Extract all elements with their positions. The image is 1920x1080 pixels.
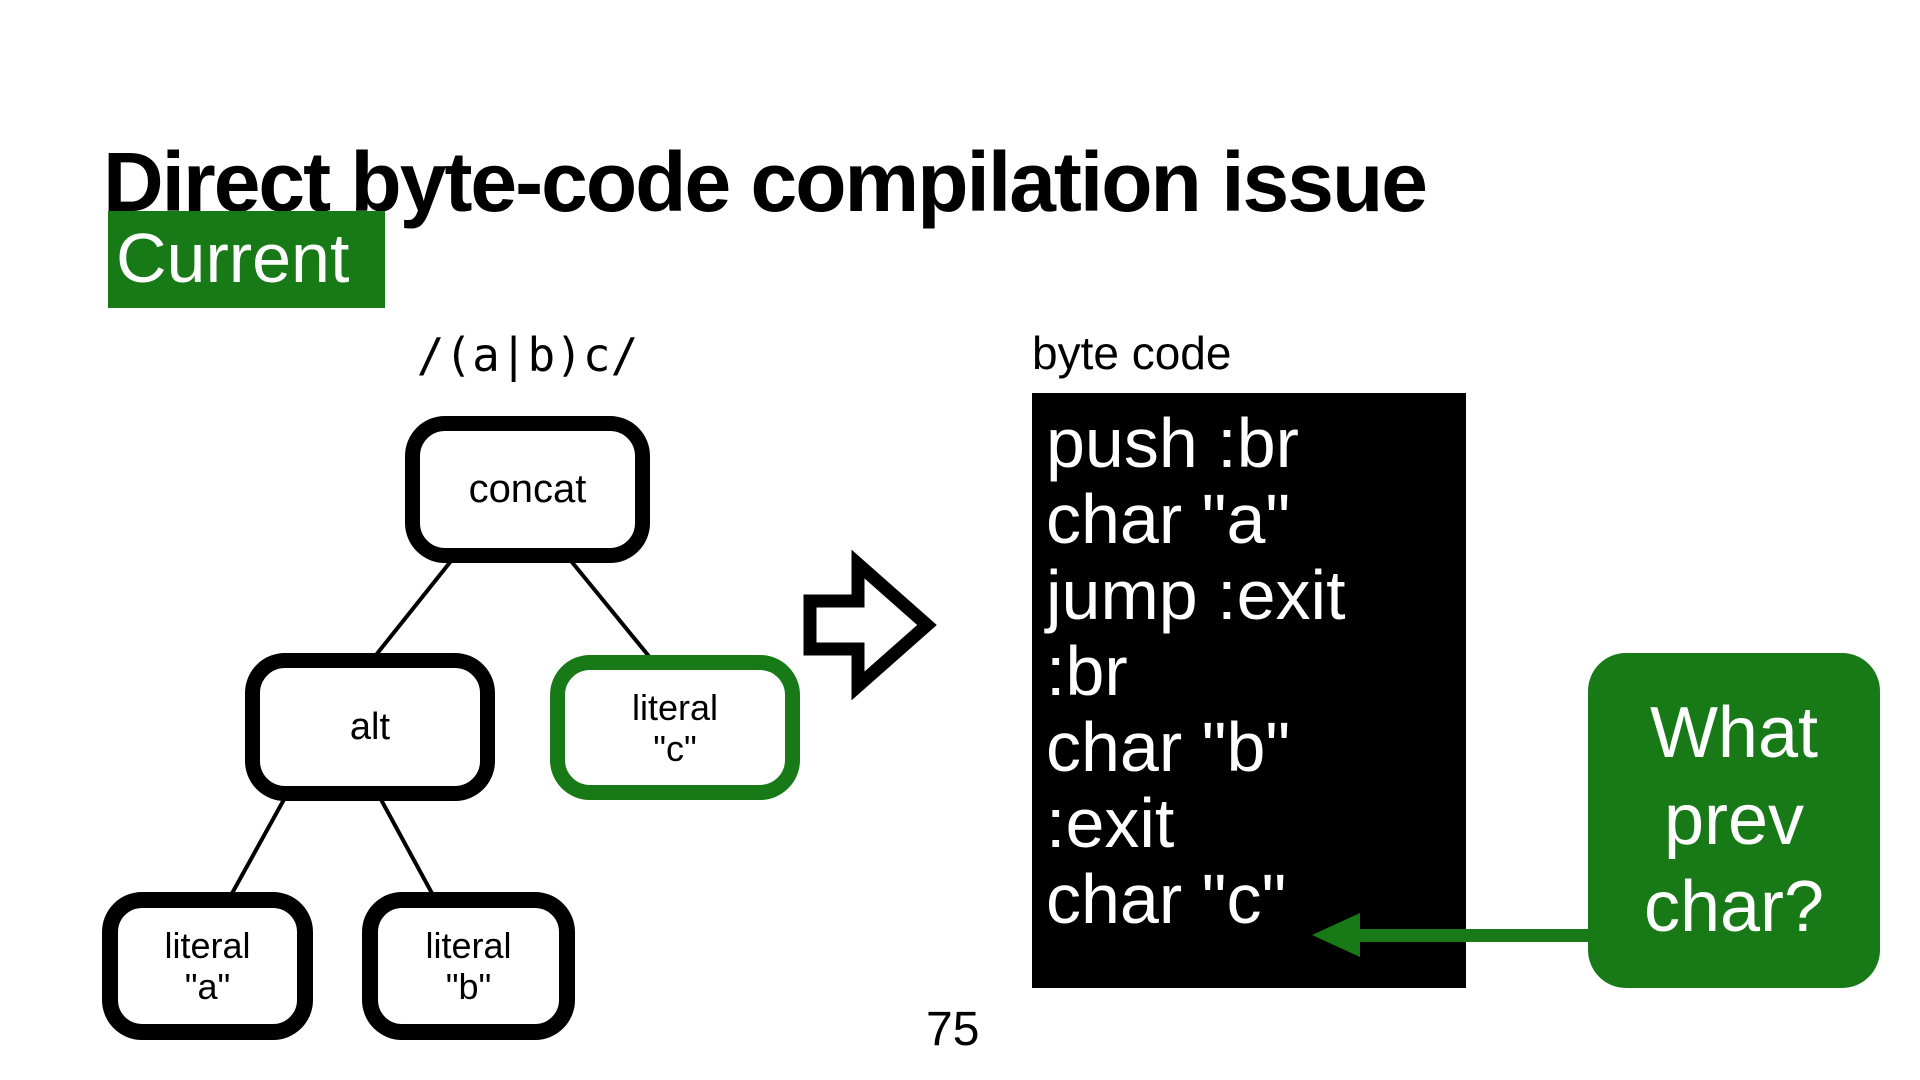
edge-alt-literal-a [228,793,289,898]
node-label-line1: literal [631,686,719,728]
edge-concat-alt [370,554,457,662]
bytecode-line: :exit [1046,784,1175,862]
callout-what-prev-char: What prev char? [1588,653,1880,988]
node-label: alt [349,705,391,748]
bytecode-line: push :br [1046,404,1299,482]
callout-line: char? [1643,867,1825,947]
regex-label: /(a|b)c/ [416,328,639,382]
tree-node-literal-b: literal "b" [362,892,575,1040]
edge-concat-literal-c [565,554,654,662]
bytecode-line: char "a" [1046,480,1291,558]
page-number: 75 [926,1003,980,1056]
bytecode-line: char "b" [1046,708,1291,786]
edge-alt-literal-b [376,793,436,898]
bytecode-line: :br [1046,632,1128,710]
bytecode-box: push :br char "a" jump :exit :br char "b… [1032,393,1466,988]
tree-node-concat: concat [405,416,650,563]
bytecode-label: byte code [1032,327,1232,379]
tree-node-literal-c: literal "c" [550,655,800,800]
bytecode-line: jump :exit [1046,556,1346,634]
callout-line: What [1649,693,1819,773]
node-label-line1: literal [164,925,251,966]
node-label-line2: "a" [184,966,231,1007]
node-label-line2: "c" [653,727,697,769]
node-label-line1: literal [425,925,512,966]
transform-arrow-icon [803,549,937,701]
node-label: concat [468,467,587,511]
callout-line: prev [1663,780,1805,860]
node-label-line2: "b" [445,966,492,1007]
tree-node-alt: alt [245,653,495,801]
tree-node-literal-a: literal "a" [102,892,313,1040]
current-tag: Current [108,211,385,308]
bytecode-line: char "c" [1046,860,1287,938]
